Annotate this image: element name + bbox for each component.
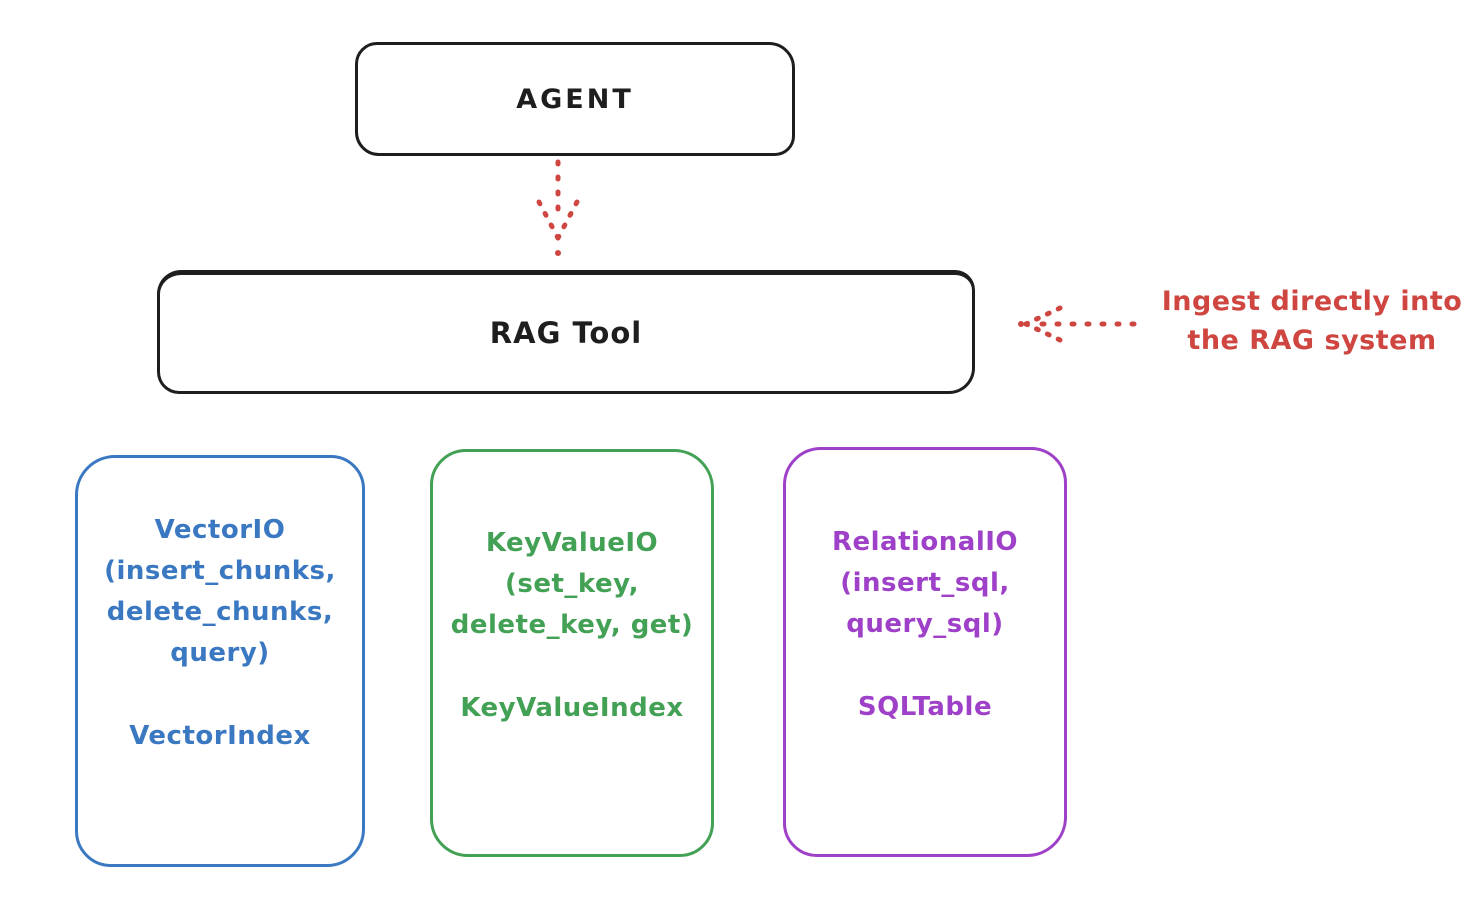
ingest-annotation-line1: Ingest directly into — [1161, 286, 1463, 317]
relational-io-node: RelationalIO (insert_sql, query_sql) SQL… — [783, 447, 1067, 857]
vector-io-methods: VectorIO (insert_chunks, delete_chunks, … — [104, 515, 336, 668]
key-value-io-node: KeyValueIO (set_key, delete_key, get) Ke… — [430, 449, 714, 857]
rag-tool-node: RAG Tool — [157, 270, 975, 394]
relational-io-methods: RelationalIO (insert_sql, query_sql) — [831, 526, 1019, 639]
vector-index-label: VectorIndex — [129, 721, 311, 751]
agent-node: AGENT — [355, 42, 795, 156]
sql-table-label: SQLTable — [857, 691, 993, 722]
rag-tool-label: RAG Tool — [489, 316, 643, 350]
ingest-annotation: Ingest directly into the RAG system — [1140, 282, 1484, 360]
ingest-arrow-icon — [1018, 305, 1137, 343]
ingest-annotation-line2: the RAG system — [1187, 325, 1437, 356]
agent-label: AGENT — [516, 83, 634, 115]
agent-to-rag-arrow-icon — [536, 159, 580, 256]
key-value-io-methods: KeyValueIO (set_key, delete_key, get) — [450, 527, 694, 640]
vector-io-node: VectorIO (insert_chunks, delete_chunks, … — [75, 455, 365, 867]
key-value-index-label: KeyValueIndex — [460, 692, 684, 723]
